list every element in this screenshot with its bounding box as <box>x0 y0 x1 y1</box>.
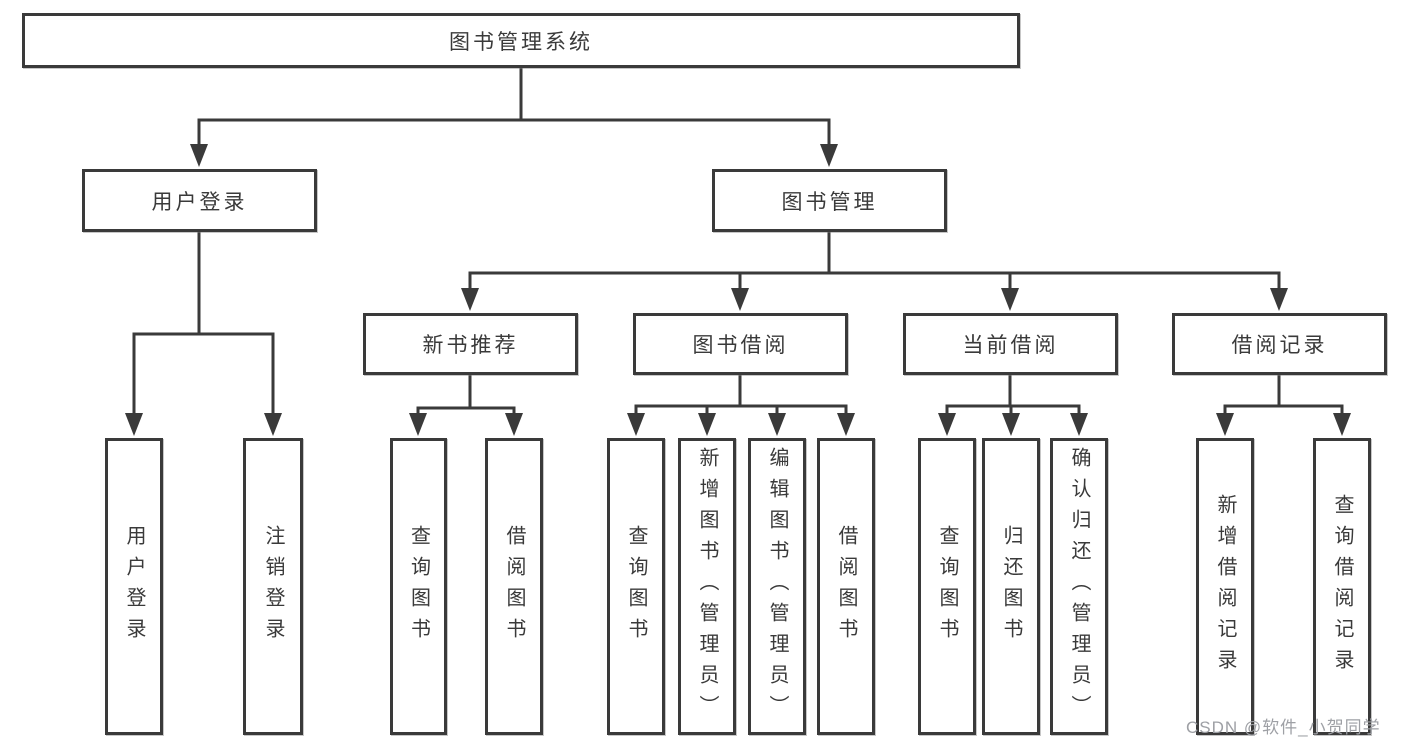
connector-root-to-level2 <box>197 66 831 149</box>
arrow-down-icon <box>768 413 786 436</box>
node-borrow-records: 借阅记录 <box>1172 313 1387 375</box>
node-query-book-2: 查询图书 <box>607 438 665 735</box>
node-label: 新增借阅记录 <box>1214 493 1236 680</box>
arrow-down-icon <box>938 413 956 436</box>
connector-book-borrow-children <box>634 373 848 418</box>
csdn-watermark: CSDN @软件_小贺同学 <box>1186 718 1381 737</box>
arrow-down-icon <box>731 288 749 311</box>
node-label: 图书借阅 <box>692 334 789 357</box>
arrowheads <box>125 144 1351 436</box>
node-label: 查询图书 <box>625 524 647 649</box>
node-label: 查询借阅记录 <box>1331 493 1353 680</box>
arrow-down-icon <box>505 413 523 436</box>
node-label: 确认归还（管理员） <box>1068 447 1090 726</box>
arrow-down-icon <box>1216 413 1234 436</box>
node-label: 新增图书（管理员） <box>696 447 718 726</box>
node-add-book-admin: 新增图书（管理员） <box>678 438 736 735</box>
node-label: 图书管理系统 <box>449 30 593 54</box>
connector-borrow-records-children <box>1223 373 1344 418</box>
node-label: 当前借阅 <box>962 334 1059 357</box>
node-current-borrow: 当前借阅 <box>903 313 1118 375</box>
arrow-down-icon <box>190 144 208 167</box>
node-label: 查询图书 <box>936 524 958 649</box>
node-borrow-book-2: 借阅图书 <box>817 438 875 735</box>
node-logout-leaf: 注销登录 <box>243 438 303 735</box>
node-add-borrow-record: 新增借阅记录 <box>1196 438 1254 735</box>
connector-user-login-children <box>132 230 275 418</box>
connector-new-book-children <box>416 373 516 418</box>
arrow-down-icon <box>820 144 838 167</box>
node-label: 借阅图书 <box>835 524 857 649</box>
node-label: 图书管理 <box>781 190 878 214</box>
node-book-borrow: 图书借阅 <box>633 313 848 375</box>
node-query-book-1: 查询图书 <box>390 438 447 735</box>
node-label: 借阅图书 <box>503 524 525 649</box>
arrow-down-icon <box>698 413 716 436</box>
node-label: 编辑图书（管理员） <box>766 447 788 726</box>
arrow-down-icon <box>1270 288 1288 311</box>
node-label: 借阅记录 <box>1231 334 1328 357</box>
node-user-login-leaf: 用户登录 <box>105 438 163 735</box>
arrow-down-icon <box>461 288 479 311</box>
node-return-book: 归还图书 <box>982 438 1040 735</box>
node-label: 新书推荐 <box>422 334 519 357</box>
node-query-book-3: 查询图书 <box>918 438 976 735</box>
node-label: 注销登录 <box>262 524 284 649</box>
arrow-down-icon <box>125 413 143 436</box>
node-library-system: 图书管理系统 <box>22 13 1020 68</box>
node-label: 用户登录 <box>151 190 248 214</box>
node-borrow-book-1: 借阅图书 <box>485 438 543 735</box>
node-label: 归还图书 <box>1000 524 1022 649</box>
node-book-management: 图书管理 <box>712 169 947 232</box>
connector-book-management-children <box>468 230 1281 293</box>
arrow-down-icon <box>264 413 282 436</box>
node-user-login: 用户登录 <box>82 169 317 232</box>
node-new-book-recommend: 新书推荐 <box>363 313 578 375</box>
arrow-down-icon <box>1001 288 1019 311</box>
connector-current-borrow-children <box>945 373 1081 418</box>
arrow-down-icon <box>1002 413 1020 436</box>
node-confirm-return-admin: 确认归还（管理员） <box>1050 438 1108 735</box>
node-query-borrow-record: 查询借阅记录 <box>1313 438 1371 735</box>
arrow-down-icon <box>1070 413 1088 436</box>
node-label: 查询图书 <box>407 524 430 649</box>
node-edit-book-admin: 编辑图书（管理员） <box>748 438 806 735</box>
arrow-down-icon <box>837 413 855 436</box>
arrow-down-icon <box>627 413 645 436</box>
node-label: 用户登录 <box>123 524 145 649</box>
arrow-down-icon <box>409 413 427 436</box>
arrow-down-icon <box>1333 413 1351 436</box>
